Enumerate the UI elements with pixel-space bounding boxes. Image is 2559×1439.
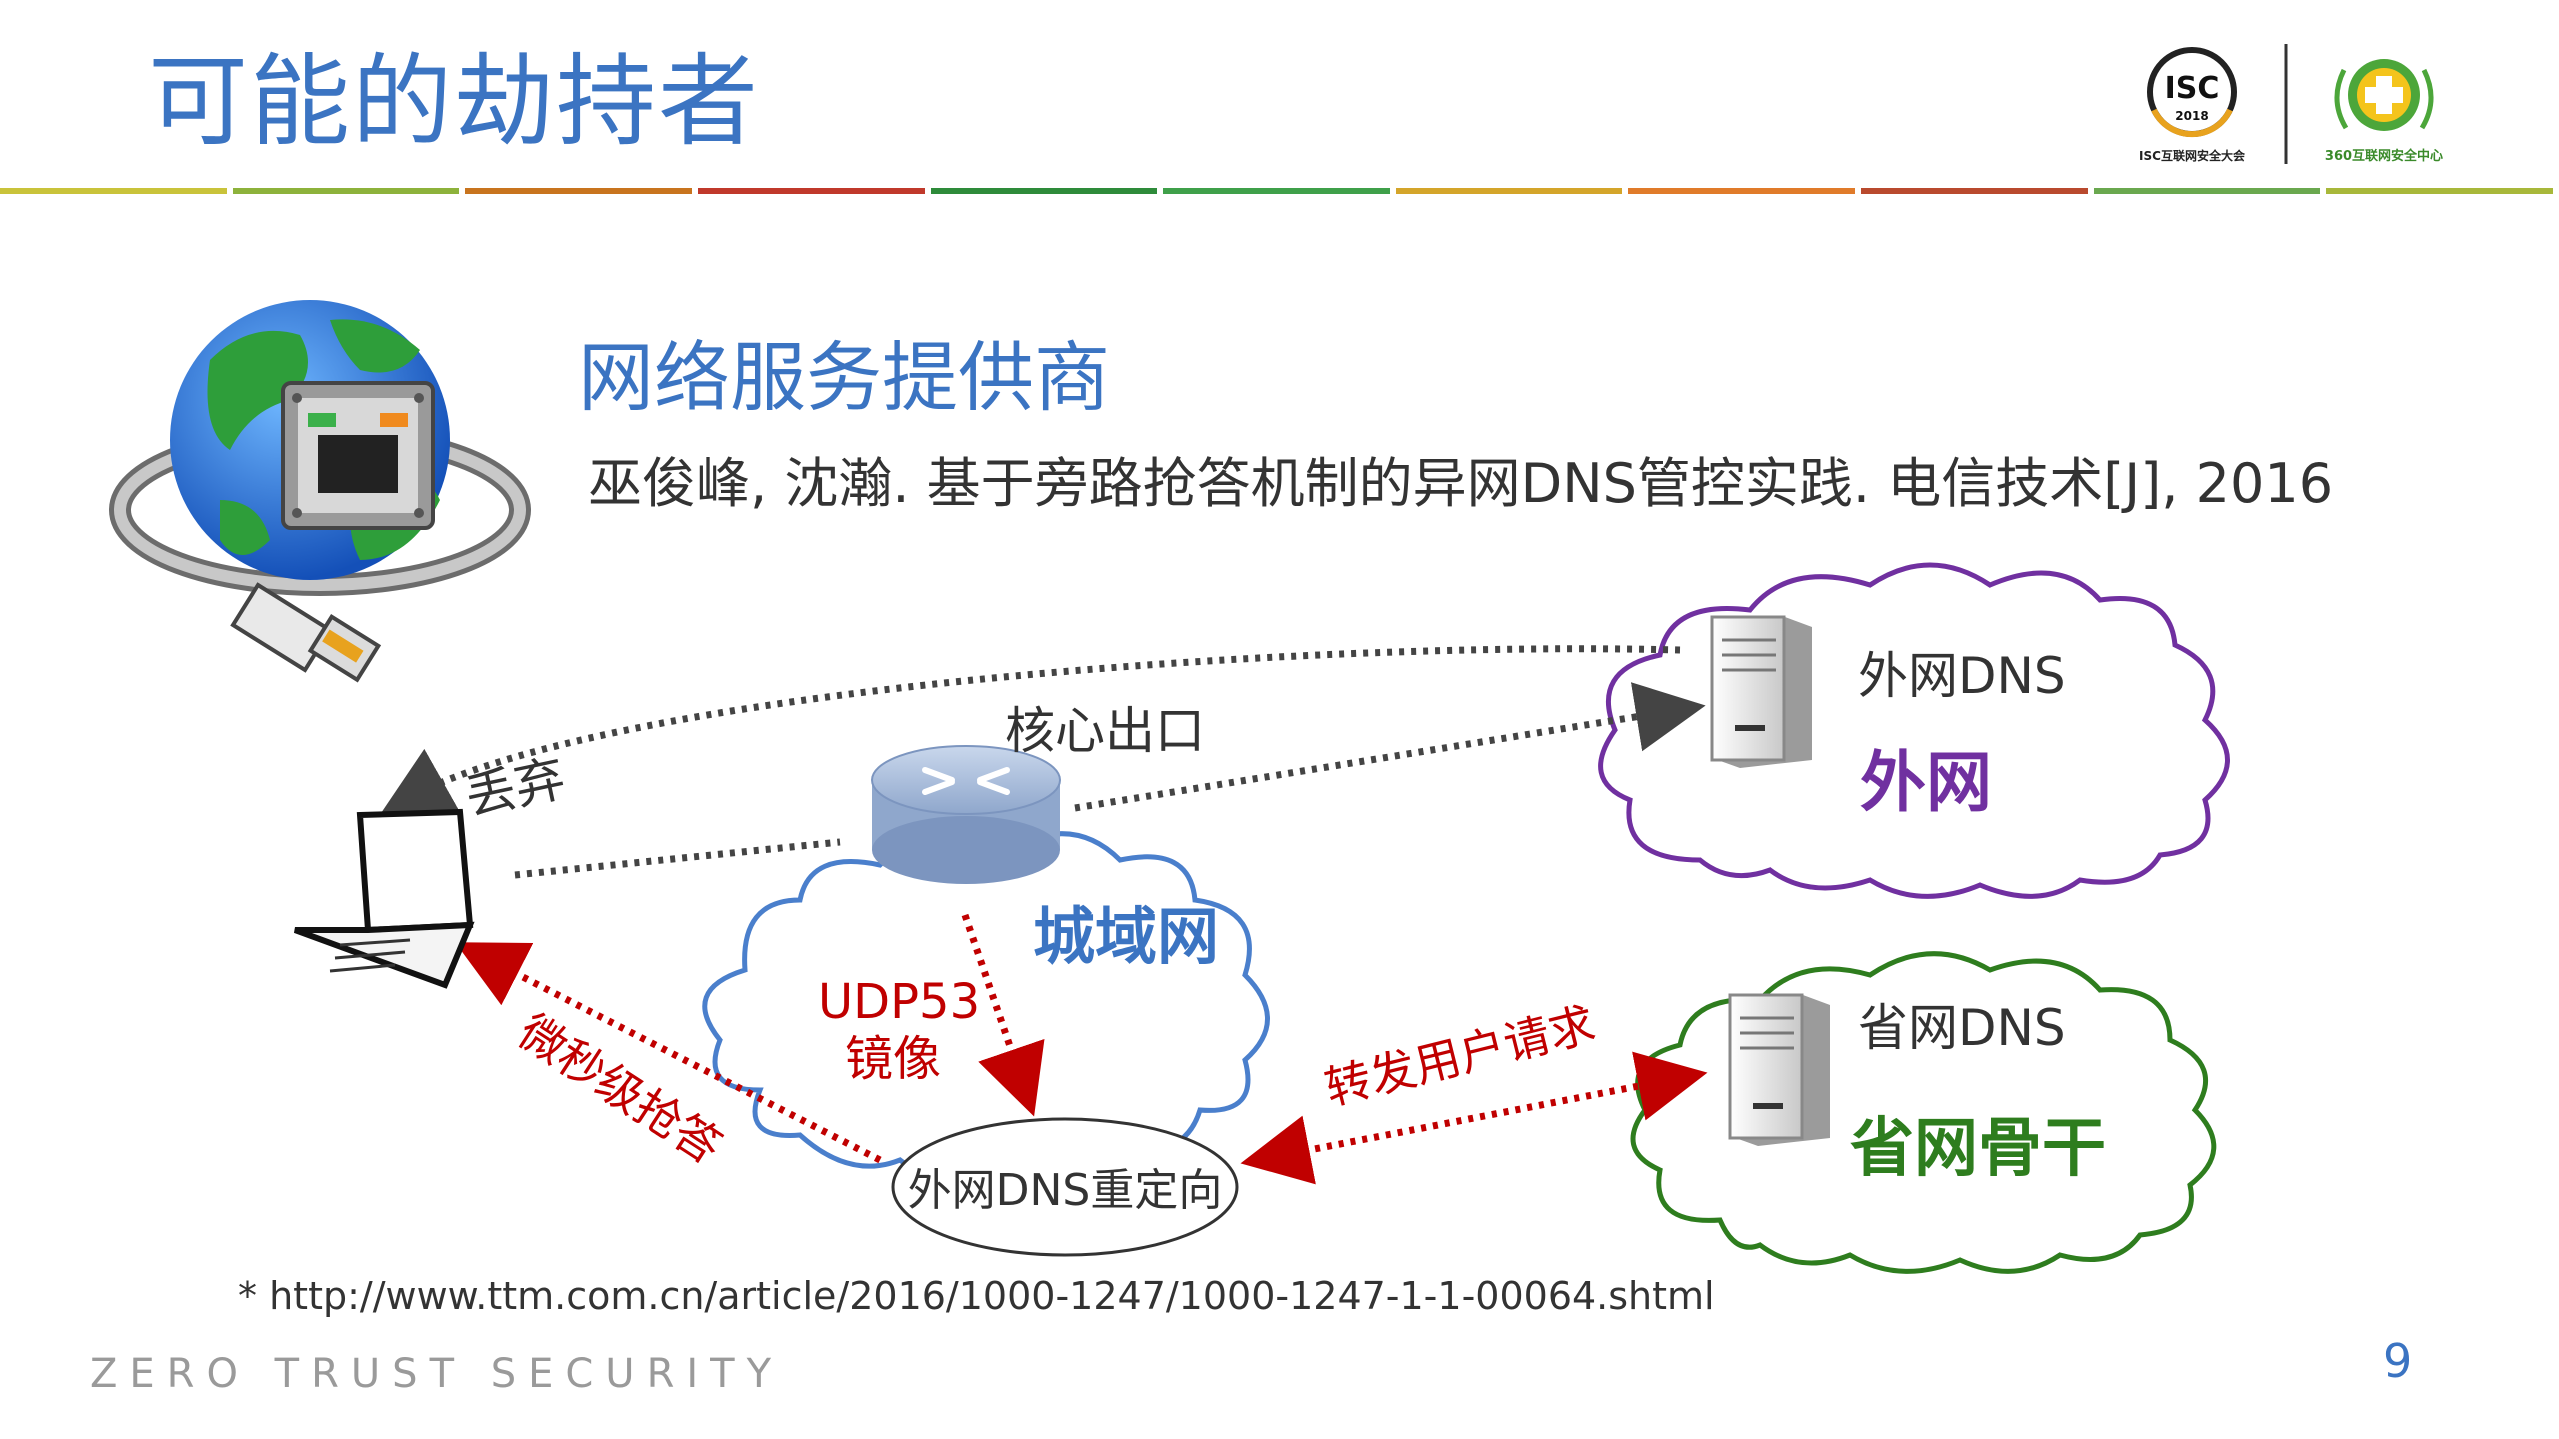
laptop-icon xyxy=(293,808,475,989)
dns-redirect-node xyxy=(891,1117,1239,1257)
band-segment xyxy=(1628,188,1856,194)
band-segment xyxy=(2326,188,2554,194)
band-segment xyxy=(232,188,460,194)
band-segment xyxy=(0,188,227,194)
external-net-label: 外网 xyxy=(1860,744,1992,821)
footer-brand: ZERO TRUST SECURITY xyxy=(90,1351,784,1397)
mirror-label: 镜像 xyxy=(845,1031,941,1087)
isc-year: 2018 xyxy=(2175,109,2208,123)
header-logos: ISC 2018 ISC互联网安全大会 360互联网安全中心 xyxy=(2139,44,2443,164)
external-dns-server-icon xyxy=(1710,615,1812,768)
isc-logo: ISC 2018 ISC互联网安全大会 xyxy=(2139,47,2246,163)
external-dns-label: 外网DNS xyxy=(1858,647,2066,705)
section-subtitle: 网络服务提供商 xyxy=(578,333,1110,422)
band-segment xyxy=(1163,188,1390,194)
band-segment xyxy=(1861,188,2088,194)
band-segment xyxy=(930,188,1158,194)
page-number: 9 xyxy=(2383,1334,2413,1388)
discard-label: 丢弃 xyxy=(460,749,570,827)
core-exit-label: 核心出口 xyxy=(1005,702,1205,760)
citation-text: 巫俊峰, 沈瀚. 基于旁路抢答机制的异网DNS管控实践. 电信技术[J], 20… xyxy=(588,452,2334,515)
provincial-dns-label: 省网DNS xyxy=(1858,999,2066,1057)
360-logo: 360互联网安全中心 xyxy=(2325,59,2443,164)
360-caption: 360互联网安全中心 xyxy=(2325,148,2443,164)
forward-request-label: 转发用户请求 xyxy=(1320,997,1601,1116)
isc-text: ISC xyxy=(2165,71,2220,106)
page-title: 可能的劫持者 xyxy=(148,43,760,160)
redirect-label: 外网DNS重定向 xyxy=(908,1165,1223,1216)
globe-network-icon xyxy=(109,300,531,683)
discard-arrow xyxy=(380,645,1681,814)
band-segment xyxy=(697,188,925,194)
reference-footnote: * http://www.ttm.com.cn/article/2016/100… xyxy=(238,1274,1715,1318)
laptop-to-router-line xyxy=(514,838,841,879)
band-segment xyxy=(465,188,692,194)
color-band-divider xyxy=(0,188,2559,194)
isc-caption: ISC互联网安全大会 xyxy=(2139,148,2246,163)
metro-net-label: 城域网 xyxy=(1033,900,1219,973)
provincial-dns-server-icon xyxy=(1728,993,1830,1146)
forward-request-arrow xyxy=(1240,1051,1708,1185)
external-net-cloud xyxy=(1598,562,2230,899)
band-segment xyxy=(1395,188,1623,194)
microsecond-response-arrow xyxy=(455,942,882,1164)
router-icon xyxy=(871,745,1061,884)
udp-label: UDP53 xyxy=(818,974,980,1030)
band-segment xyxy=(2093,188,2321,194)
provincial-backbone-label: 省网骨干 xyxy=(1850,1112,2106,1186)
